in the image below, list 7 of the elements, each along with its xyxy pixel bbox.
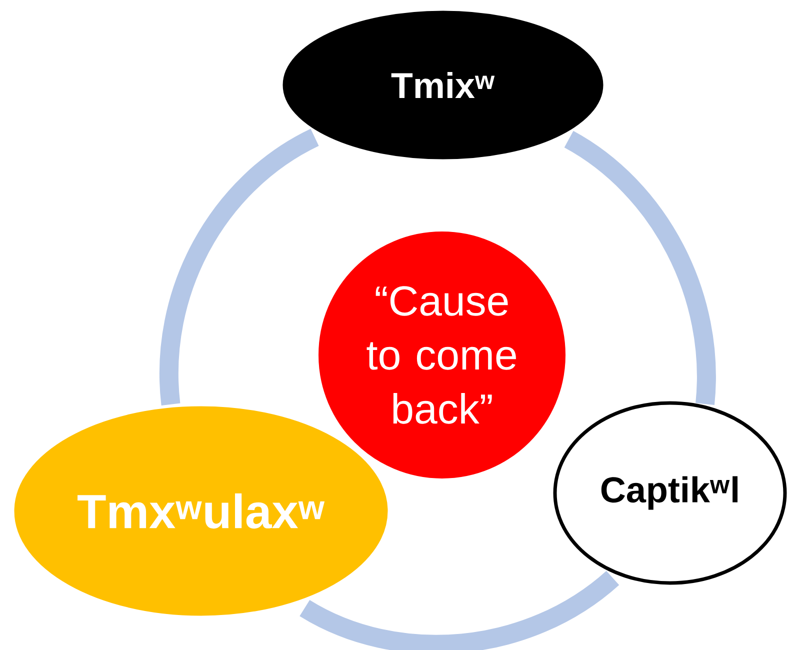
ring-arc: [160, 128, 320, 405]
ring-arc: [300, 570, 619, 650]
ellipse-node: Tmx$^{w}$ulax$^{w}$: [12, 404, 390, 618]
ring-arc: [564, 131, 716, 404]
ellipse-node: Captik$^{w}$l: [553, 401, 787, 585]
ellipse-node: Tmix$^{w}$: [281, 9, 605, 161]
circle-node: “Cause to come back”: [316, 228, 568, 482]
